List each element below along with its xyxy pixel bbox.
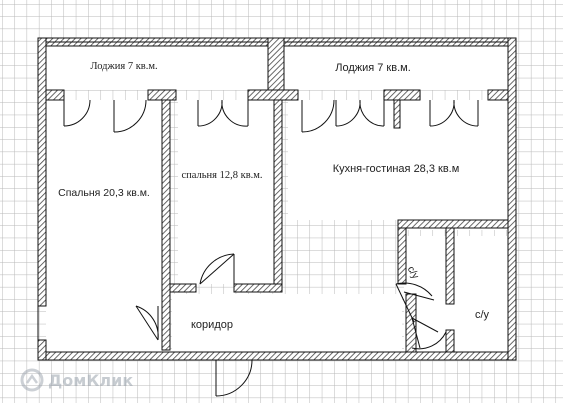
- wall-loggia-divider: [267, 37, 285, 99]
- label-bathroom-large: с/у: [475, 309, 490, 321]
- watermark-logo-icon: [20, 368, 44, 392]
- wall-right: [507, 37, 517, 361]
- wall-bedroom-middle-right: [273, 99, 283, 291]
- watermark: ДомКлик: [20, 368, 133, 392]
- wall-bottom: [37, 351, 517, 361]
- wall-bathroom-left: [397, 219, 407, 285]
- watermark-text: ДомКлик: [48, 371, 133, 390]
- walls: [37, 37, 517, 361]
- room-floors: [46, 46, 508, 352]
- label-kitchen: Кухня-гостиная 28,3 кв.м: [333, 163, 460, 175]
- balcony-doors: [63, 99, 479, 133]
- wall-left-upper: [37, 37, 47, 307]
- wall-left-lower: [37, 339, 47, 361]
- label-loggia-right: Лоджия 7 кв.м.: [335, 62, 411, 74]
- label-loggia-left: Лоджия 7 кв.м.: [90, 61, 157, 72]
- wall-bedroom-left-right: [161, 99, 171, 351]
- label-bedroom-left: Спальня 20,3 кв.м.: [58, 187, 150, 199]
- label-corridor: коридор: [191, 319, 233, 331]
- label-bedroom-middle: спальня 12,8 кв.м.: [181, 170, 262, 181]
- interior-doors: [37, 253, 447, 397]
